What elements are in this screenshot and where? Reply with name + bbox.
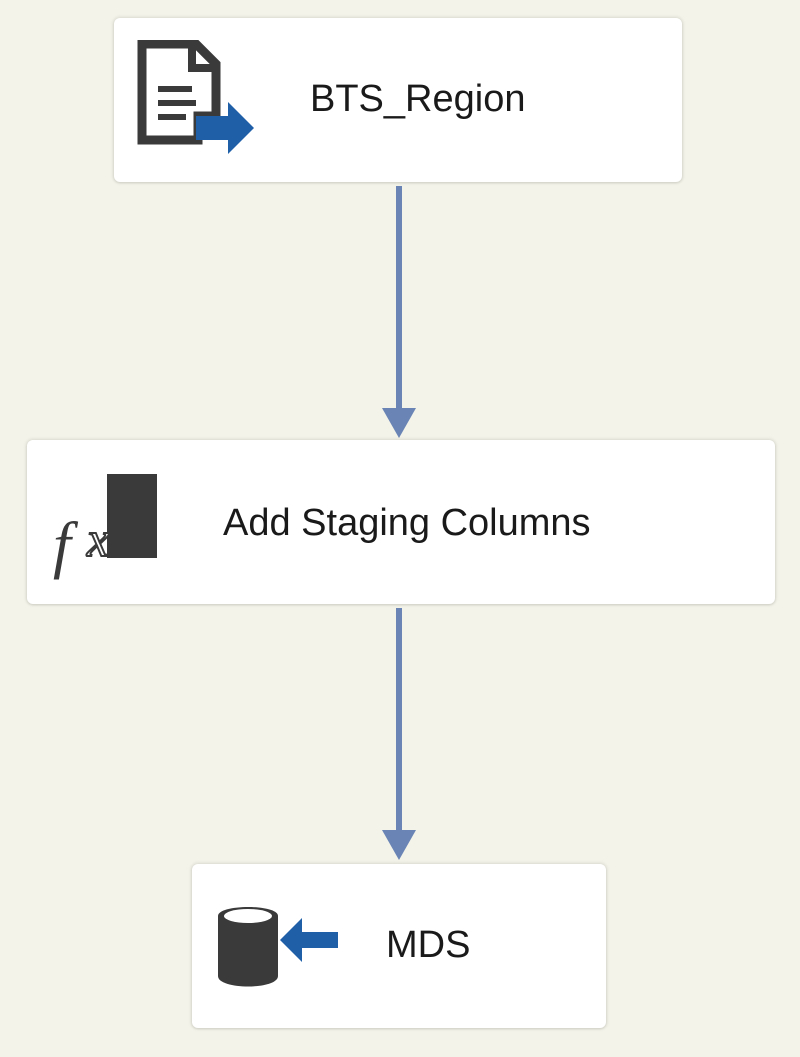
flat-file-source-component[interactable]: BTS_Region	[114, 18, 682, 182]
connector-arrowhead	[382, 830, 416, 860]
svg-text:f: f	[53, 509, 79, 580]
database-destination-icon	[218, 907, 338, 987]
connector-derived-to-dest[interactable]	[382, 608, 416, 860]
derived-column-component[interactable]: f x Add Staging Columns	[27, 440, 775, 604]
svg-text:x: x	[86, 511, 109, 567]
connector-source-to-derived[interactable]	[382, 186, 416, 438]
component-label: BTS_Region	[310, 78, 526, 120]
component-label: Add Staging Columns	[223, 502, 591, 544]
flat-file-source-icon	[137, 40, 254, 154]
derived-column-icon: f x	[53, 474, 157, 580]
mds-destination-component[interactable]: MDS	[192, 864, 606, 1028]
component-label: MDS	[386, 924, 471, 966]
connector-arrowhead	[382, 408, 416, 438]
